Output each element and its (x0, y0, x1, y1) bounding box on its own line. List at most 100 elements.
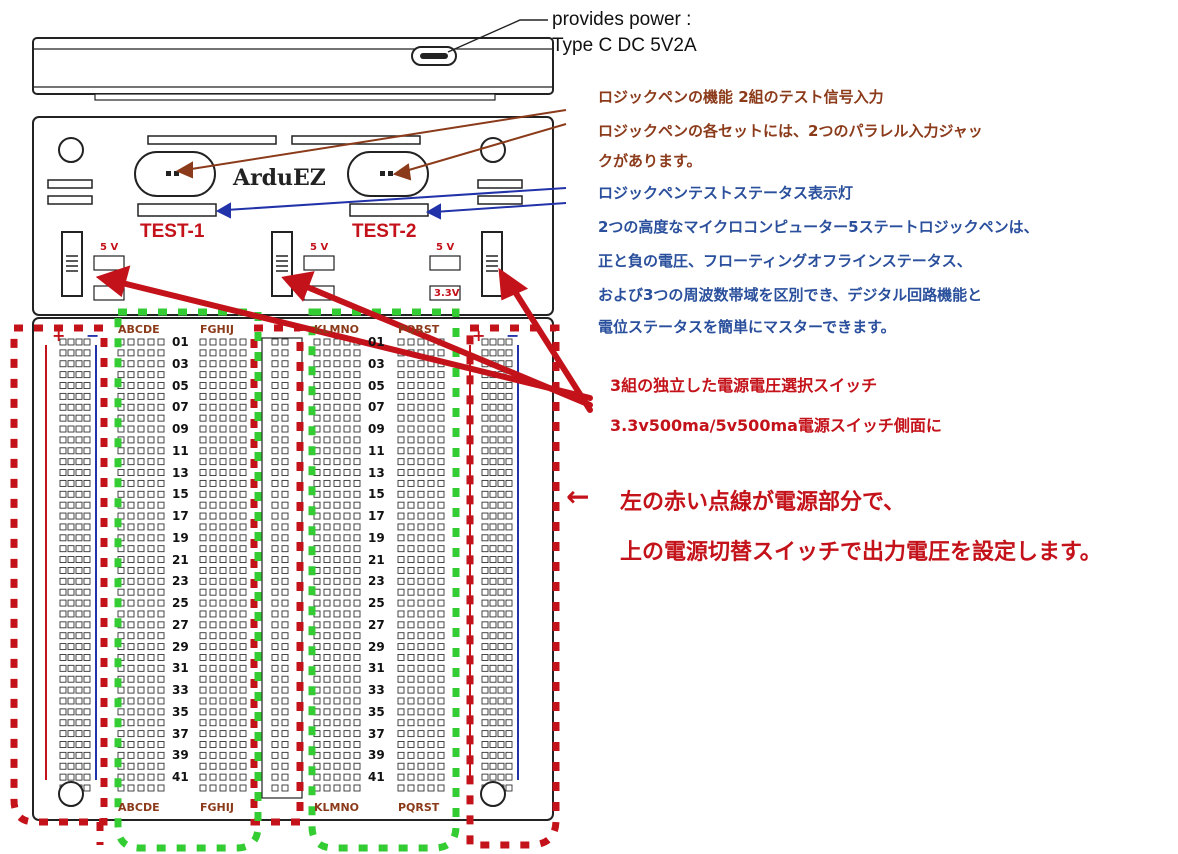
breadboard-hole (271, 784, 279, 792)
breadboard-hole (239, 741, 247, 748)
breadboard-hole (67, 654, 75, 661)
breadboard-hole (353, 403, 361, 411)
breadboard-hole (199, 523, 207, 531)
breadboard-hole (271, 425, 279, 433)
test1-label: TEST-1 (140, 221, 205, 242)
breadboard-hole (407, 708, 415, 716)
breadboard-hole (229, 599, 237, 607)
breadboard-hole (271, 773, 279, 781)
breadboard-hole (323, 621, 331, 629)
breadboard-hole (209, 447, 217, 455)
breadboard-hole (147, 382, 155, 389)
breadboard-hole (313, 632, 321, 640)
breadboard-hole (147, 588, 155, 596)
breadboard-hole (489, 436, 497, 444)
breadboard-hole (497, 436, 505, 444)
breadboard-hole (437, 566, 445, 574)
breadboard-hole (83, 392, 91, 400)
breadboard-hole (271, 719, 279, 727)
breadboard-hole (59, 545, 67, 553)
breadboard-hole (313, 719, 321, 727)
breadboard-hole (137, 784, 145, 792)
breadboard-hole (427, 414, 435, 422)
breadboard-hole (199, 436, 207, 444)
breadboard-hole (117, 610, 125, 618)
breadboard-hole (157, 414, 165, 422)
breadboard-hole (417, 708, 425, 716)
breadboard-hole (505, 686, 513, 694)
breadboard-hole (83, 490, 91, 498)
breadboard-hole (417, 751, 425, 759)
breadboard-hole (137, 512, 145, 520)
breadboard-hole (417, 512, 425, 520)
breadboard-hole (313, 654, 321, 661)
breadboard-hole (505, 360, 513, 368)
breadboard-hole (83, 654, 91, 661)
breadboard-hole (157, 479, 165, 487)
breadboard-hole (437, 371, 445, 379)
breadboard-hole (505, 577, 513, 585)
breadboard-hole (407, 371, 415, 379)
breadboard-hole (417, 338, 425, 346)
breadboard-hole (219, 534, 227, 542)
breadboard-hole (127, 436, 135, 444)
breadboard-hole (147, 392, 155, 400)
breadboard-hole (313, 751, 321, 759)
breadboard-hole (481, 610, 489, 618)
breadboard-hole (137, 643, 145, 651)
breadboard-hole (209, 654, 217, 661)
breadboard-hole (75, 338, 83, 346)
breadboard-hole (83, 436, 91, 444)
breadboard-hole (417, 414, 425, 422)
breadboard-hole (199, 664, 207, 672)
breadboard-hole (137, 610, 145, 618)
breadboard-hole (271, 643, 279, 651)
breadboard-hole (427, 479, 435, 487)
breadboard-hole (219, 458, 227, 466)
breadboard-hole (239, 577, 247, 585)
breadboard-hole (271, 382, 279, 389)
breadboard-hole (505, 545, 513, 553)
breadboard-hole (343, 490, 351, 498)
breadboard-hole (481, 762, 489, 770)
breadboard-hole (137, 654, 145, 661)
breadboard-hole (75, 371, 83, 379)
breadboard-hole (481, 643, 489, 651)
row-number: 09 (368, 422, 385, 437)
breadboard-hole (281, 436, 289, 444)
breadboard-hole (333, 751, 341, 759)
breadboard-hole (157, 751, 165, 759)
screw-hole (480, 137, 506, 163)
breadboard-hole (239, 403, 247, 411)
row-number: 13 (368, 465, 385, 480)
breadboard-hole (239, 675, 247, 683)
breadboard-hole (281, 577, 289, 585)
breadboard-hole (199, 621, 207, 629)
breadboard-hole (83, 414, 91, 422)
breadboard-hole (333, 697, 341, 705)
breadboard-hole (505, 447, 513, 455)
breadboard-hole (117, 447, 125, 455)
breadboard-hole (489, 490, 497, 498)
breadboard-hole (417, 664, 425, 672)
breadboard-hole (199, 588, 207, 596)
breadboard-hole (437, 610, 445, 618)
breadboard-hole (489, 403, 497, 411)
breadboard-hole (83, 512, 91, 520)
breadboard-hole (323, 512, 331, 520)
breadboard-hole (489, 708, 497, 716)
breadboard-hole (75, 490, 83, 498)
breadboard-hole (59, 599, 67, 607)
breadboard-hole (147, 523, 155, 531)
breadboard-hole (199, 545, 207, 553)
breadboard-hole (481, 349, 489, 357)
breadboard-hole (407, 751, 415, 759)
breadboard-hole (313, 599, 321, 607)
breadboard-hole (333, 643, 341, 651)
indicator-title: ロジックペンテストステータス表示灯 (598, 184, 854, 202)
row-number: 41 (368, 770, 385, 785)
breadboard-hole (147, 741, 155, 748)
breadboard-hole (427, 556, 435, 564)
breadboard-hole (127, 784, 135, 792)
breadboard-hole (239, 479, 247, 487)
